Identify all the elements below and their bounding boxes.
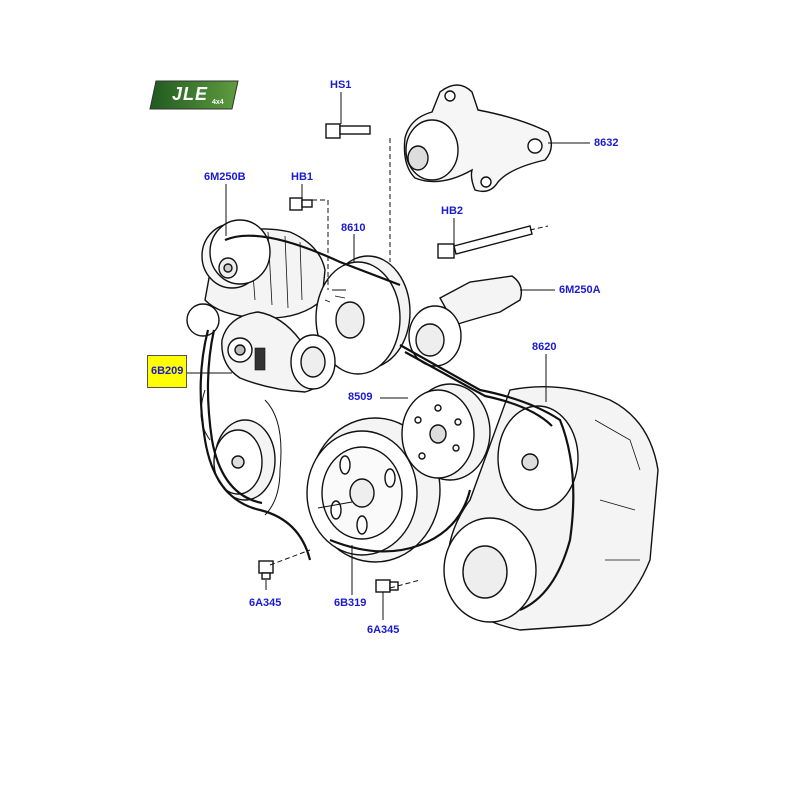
bolt-hb2: [437, 225, 533, 259]
callout-8620[interactable]: 8620: [532, 341, 557, 353]
serpentine-belt: [199, 234, 575, 612]
jle-logo: JLE 4x4: [148, 80, 240, 110]
belt-tensioner-6b209: [221, 311, 336, 393]
callout-6a345-right[interactable]: 6A345: [367, 624, 400, 636]
callout-8509[interactable]: 8509: [348, 391, 373, 403]
callout-6b319[interactable]: 6B319: [334, 597, 367, 609]
ac-compressor-8620: [443, 385, 659, 631]
callout-6m250a[interactable]: 6M250A: [559, 284, 601, 296]
leader-lines: [186, 92, 590, 620]
bolt-6a345-right: [375, 579, 399, 593]
bolt-hb1: [289, 197, 313, 211]
callout-hb2[interactable]: HB2: [441, 205, 464, 217]
logo-subtext: 4x4: [212, 99, 224, 106]
logo-text: JLE: [172, 84, 209, 104]
logo-badge: [149, 80, 239, 110]
crankshaft-pulley-6b319: [306, 417, 441, 563]
pump-pulley-left: [200, 389, 282, 516]
bolt-hs1: [325, 123, 371, 139]
bolt-6a345-left: [258, 560, 274, 580]
callout-6b209-highlighted[interactable]: 6B209: [147, 355, 188, 388]
callout-hb1[interactable]: HB1: [291, 171, 314, 183]
callout-8632[interactable]: 8632: [594, 137, 619, 149]
power-steering-pulley-8509: [401, 383, 491, 481]
callout-6m250b[interactable]: 6M250B: [204, 171, 246, 183]
callout-hs1[interactable]: HS1: [330, 79, 352, 91]
tensioner-6m250a: [408, 275, 523, 367]
mounting-bracket-8632: [403, 84, 553, 193]
callout-8610[interactable]: 8610: [341, 222, 366, 234]
callout-6a345-left[interactable]: 6A345: [249, 597, 282, 609]
